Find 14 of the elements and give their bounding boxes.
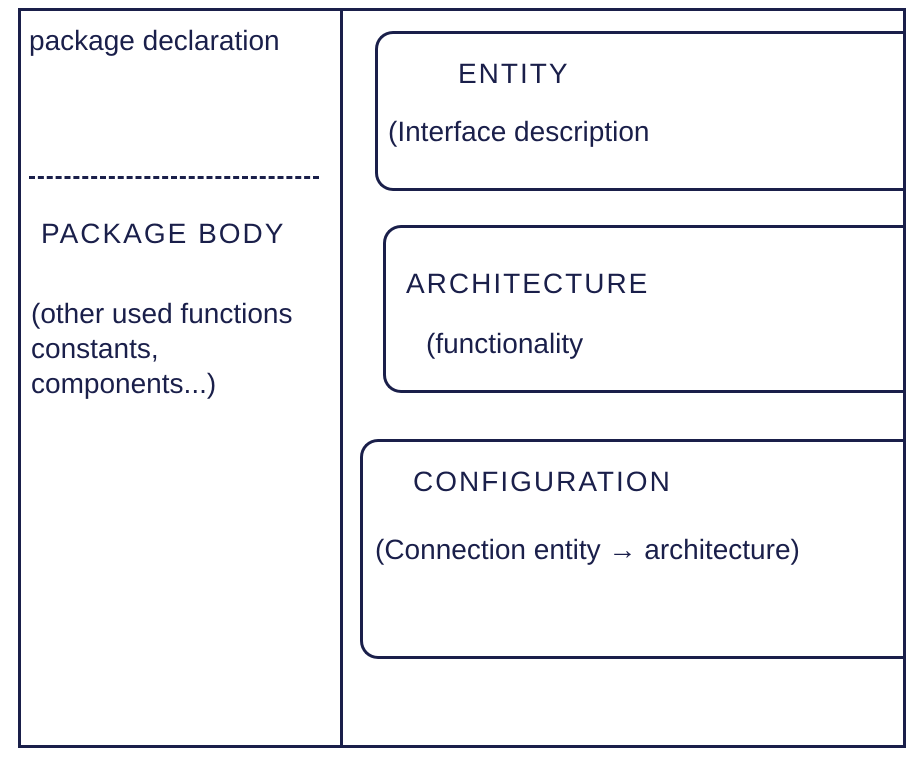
block-heading: ENTITY [458,57,571,91]
right-panel [340,8,906,748]
block-description: (Connection entity → architecture) [375,533,801,567]
package-declaration-text: package declaration [29,24,281,58]
block-heading: ARCHITECTURE [406,267,650,301]
entity-box [375,31,906,191]
block-description: (functionality [426,327,584,361]
package-body-heading: PACKAGE BODY [41,217,286,251]
left-panel [18,8,342,748]
configuration-box [360,439,906,659]
architecture-box [383,225,906,393]
block-description: (Interface description [388,115,650,149]
block-heading: CONFIGURATION [413,465,673,499]
package-body-description: (other used functions constants, components...) [31,297,294,401]
